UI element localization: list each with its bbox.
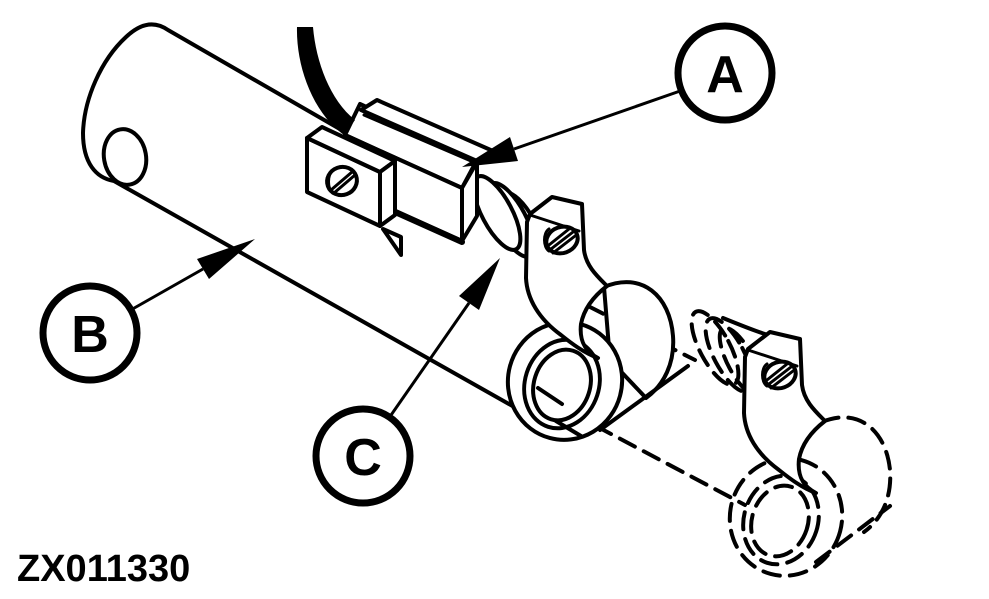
- sensor-rail-groove: [362, 113, 480, 166]
- eye-hatch-mark: [554, 419, 583, 438]
- rod-end-clevis: [471, 174, 690, 442]
- cylinder-barrel: [81, 22, 518, 410]
- sensor-cable: [296, 27, 355, 135]
- sensor-right-face: [460, 160, 479, 243]
- bracket-right-face: [378, 159, 397, 228]
- screw-slot: [765, 362, 789, 382]
- callout-a-circle: [674, 22, 776, 124]
- phantom-clevis-screw: [761, 359, 798, 391]
- callout-b-label: B: [71, 306, 109, 364]
- callout-c: C: [312, 258, 500, 507]
- phantom-clevis-boss: [820, 415, 893, 534]
- callout-b: B: [39, 239, 255, 384]
- callout-c-circle: [312, 405, 414, 507]
- callout-b-leader-line: [128, 267, 204, 313]
- callout-a-arrowhead: [462, 137, 518, 167]
- bracket-screw: [325, 164, 359, 198]
- callout-b-arrowhead: [197, 239, 255, 279]
- cylinder-outline: [81, 22, 518, 410]
- callout-a-label: A: [706, 46, 744, 104]
- screw-side-arc: [327, 168, 335, 195]
- clamp-bracket: [305, 125, 397, 228]
- position-sensor-assembly: [296, 27, 495, 257]
- phantom-clevis-solid-parts: [721, 316, 827, 495]
- clevis-chamfer-edge: [598, 364, 690, 432]
- clevis-screw: [543, 224, 580, 256]
- phantom-eye-hole: [749, 483, 811, 559]
- screw-slot: [767, 365, 793, 386]
- sensor-bottom-corner-wedge: [381, 227, 403, 257]
- screw-slot: [551, 234, 577, 255]
- screw-slot: [547, 227, 571, 247]
- screw-side-arc: [543, 227, 551, 253]
- eye-hatch-mark: [536, 386, 564, 406]
- phantom-rod-bottom-edge: [594, 424, 747, 507]
- screw-slot: [549, 230, 575, 251]
- phantom-collar-ring: [703, 316, 755, 394]
- screw-side-arc: [761, 362, 769, 388]
- phantom-eye-outer: [727, 456, 845, 578]
- callout-a-leader-line: [513, 88, 684, 151]
- figure-code: ZX011330: [17, 548, 190, 590]
- cylinder-port-hole: [101, 127, 149, 187]
- callout-c-arrowhead: [459, 258, 500, 310]
- screw-slot: [332, 173, 357, 195]
- screw-slot: [769, 369, 795, 390]
- phantom-chamfer-edge: [814, 504, 892, 564]
- clevis-eye-hole: [531, 347, 593, 423]
- callout-c-label: C: [344, 429, 382, 487]
- callout-b-circle: [39, 282, 141, 384]
- callout-c-leader-line: [387, 302, 471, 419]
- phantom-collar-ring: [689, 309, 741, 387]
- screw-slot: [329, 170, 354, 192]
- callout-a: A: [462, 22, 776, 167]
